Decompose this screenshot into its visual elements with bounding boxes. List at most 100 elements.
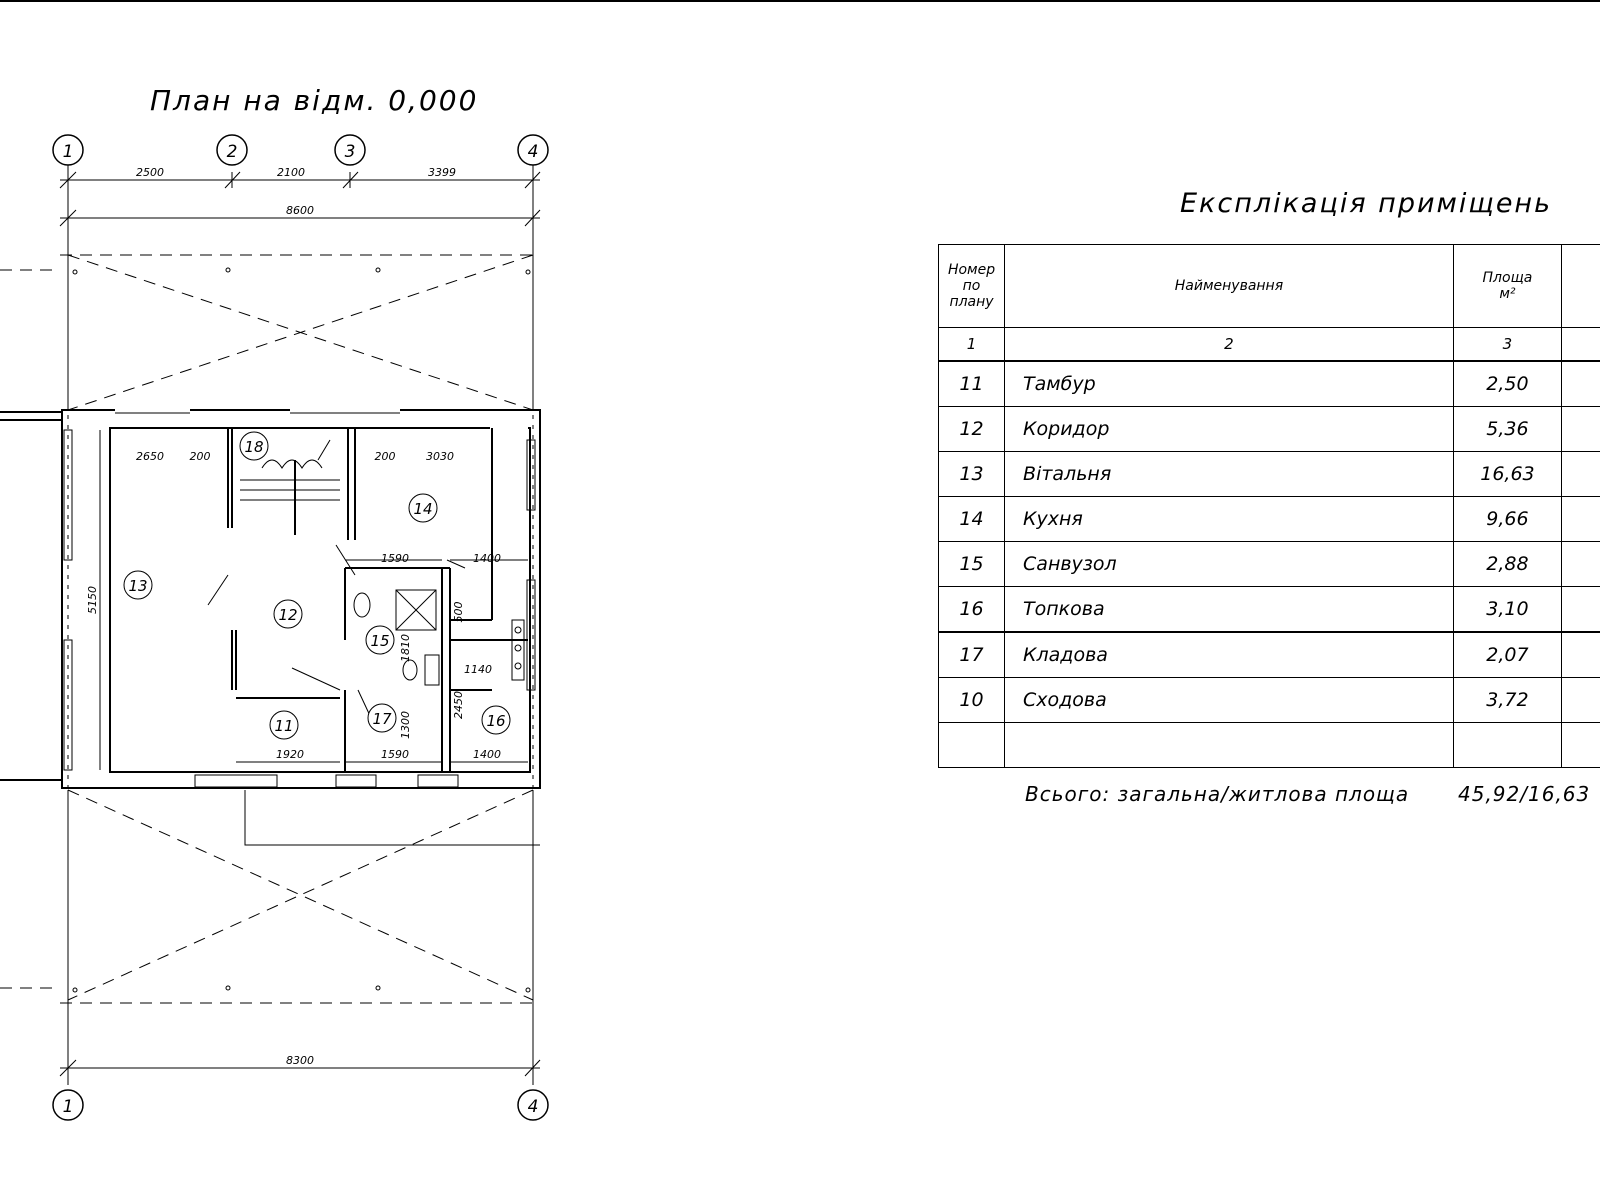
table-row: 17 Кладова 2,07 (937, 631, 1600, 678)
empty-num (937, 722, 1006, 768)
room-area: 2,07 (1452, 631, 1563, 678)
axis-bubble-4-bottom (517, 1089, 549, 1121)
room-num: 17 (937, 631, 1006, 678)
room-name: Тамбур (1004, 360, 1454, 407)
row-extra (1561, 406, 1600, 452)
dim-3030: 3030 (426, 450, 454, 463)
room-bubble-15 (365, 625, 395, 655)
header-num-line-2: по (962, 278, 981, 294)
room-area: 9,66 (1452, 496, 1563, 542)
room-num: 13 (937, 451, 1006, 497)
total-value: 45,92/16,63 (1458, 782, 1591, 806)
table-row: 12 Коридор 5,36 (937, 406, 1600, 452)
header-num-line-1: Номер (947, 262, 996, 278)
dim-1810: 1810 (399, 634, 412, 662)
room-area: 3,10 (1452, 586, 1563, 633)
header-num-line-3: плану (949, 294, 994, 310)
toilet (353, 592, 371, 618)
table-row: 14 Кухня 9,66 (937, 496, 1600, 542)
room-label-18: 18 (244, 438, 263, 456)
plan-title: План на відм. 0,000 (150, 84, 479, 117)
dim-1400-a: 1400 (473, 552, 501, 565)
room-name: Сходова (1004, 677, 1454, 723)
dim-500: 500 (452, 602, 465, 623)
dim-1590-a: 1590 (381, 552, 409, 565)
index-1: 1 (937, 327, 1006, 362)
room-num: 12 (937, 406, 1006, 452)
room-name: Кухня (1004, 496, 1454, 542)
row-extra (1561, 496, 1600, 542)
dim-1590-b: 1590 (381, 748, 409, 761)
room-bubble-12 (273, 599, 303, 629)
axis-bubble-1-bottom (52, 1089, 84, 1121)
room-area: 3,72 (1452, 677, 1563, 723)
room-bubble-17 (367, 703, 397, 733)
table-row: 13 Вітальня 16,63 (937, 451, 1600, 497)
room-label-17: 17 (372, 710, 392, 728)
table-row: 11 Тамбур 2,50 (937, 360, 1600, 407)
row-extra (1561, 586, 1600, 633)
table-index-row: 1 2 3 (937, 327, 1600, 362)
room-num: 14 (937, 496, 1006, 542)
room-area: 5,36 (1452, 406, 1563, 452)
empty-name (1004, 722, 1454, 768)
room-bubble-11 (269, 710, 299, 740)
dim-200-a: 200 (190, 450, 211, 463)
room-label-14: 14 (413, 500, 432, 518)
axis-bubble-1 (52, 134, 84, 166)
header-num: Номер по плану (937, 244, 1006, 328)
empty-area (1452, 722, 1563, 768)
row-extra (1561, 631, 1600, 678)
dim-3399: 3399 (428, 166, 456, 179)
room-num: 11 (937, 360, 1006, 407)
room-label-15: 15 (370, 632, 389, 650)
room-bubble-18 (239, 431, 269, 461)
header-extra (1561, 244, 1600, 328)
room-num: 10 (937, 677, 1006, 723)
index-3: 3 (1452, 327, 1563, 362)
sheet-top-border (0, 0, 1600, 2)
table-header-row: Номер по плану Найменування Площа м² (937, 244, 1600, 328)
dim-2100: 2100 (277, 166, 305, 179)
header-area-line-1: Площа (1482, 270, 1533, 286)
room-num: 16 (937, 586, 1006, 633)
axis-bubble-3 (334, 134, 366, 166)
dim-1920: 1920 (276, 748, 304, 761)
dim-200-b: 200 (375, 450, 396, 463)
axis-bubble-4 (517, 134, 549, 166)
explication-table: Номер по плану Найменування Площа м² 1 2… (937, 244, 1600, 768)
axis-label-4: 4 (528, 142, 539, 162)
sink (402, 659, 418, 681)
room-num: 15 (937, 541, 1006, 587)
dim-8300: 8300 (286, 1054, 314, 1067)
dim-1300: 1300 (399, 711, 412, 739)
row-extra (1561, 677, 1600, 723)
room-name: Санвузол (1004, 541, 1454, 587)
room-bubble-14 (408, 493, 438, 523)
axis-label-4-bottom: 4 (528, 1097, 539, 1117)
room-label-11: 11 (274, 717, 293, 735)
dim-2450: 2450 (452, 691, 465, 719)
floor-plan: 1 2 3 4 1 4 2500 2100 3399 8600 8300 265… (0, 134, 549, 1121)
header-area: Площа м² (1452, 244, 1563, 328)
index-extra (1561, 327, 1600, 362)
row-extra (1561, 360, 1600, 407)
room-name: Вітальня (1004, 451, 1454, 497)
room-area: 2,88 (1452, 541, 1563, 587)
room-area: 2,50 (1452, 360, 1563, 407)
dim-2500: 2500 (136, 166, 164, 179)
row-extra (1561, 451, 1600, 497)
room-label-12: 12 (278, 606, 297, 624)
axis-label-1: 1 (63, 142, 74, 162)
room-bubble-13 (123, 570, 153, 600)
index-2: 2 (1004, 327, 1454, 362)
room-bubble-16 (481, 705, 511, 735)
total-label: Всього: загальна/житлова площа (1025, 782, 1410, 806)
axis-label-1-bottom: 1 (63, 1097, 74, 1117)
room-name: Коридор (1004, 406, 1454, 452)
header-area-line-2: м² (1499, 286, 1516, 302)
dim-2650: 2650 (136, 450, 164, 463)
axis-bubble-2 (216, 134, 248, 166)
room-name: Топкова (1004, 586, 1454, 633)
